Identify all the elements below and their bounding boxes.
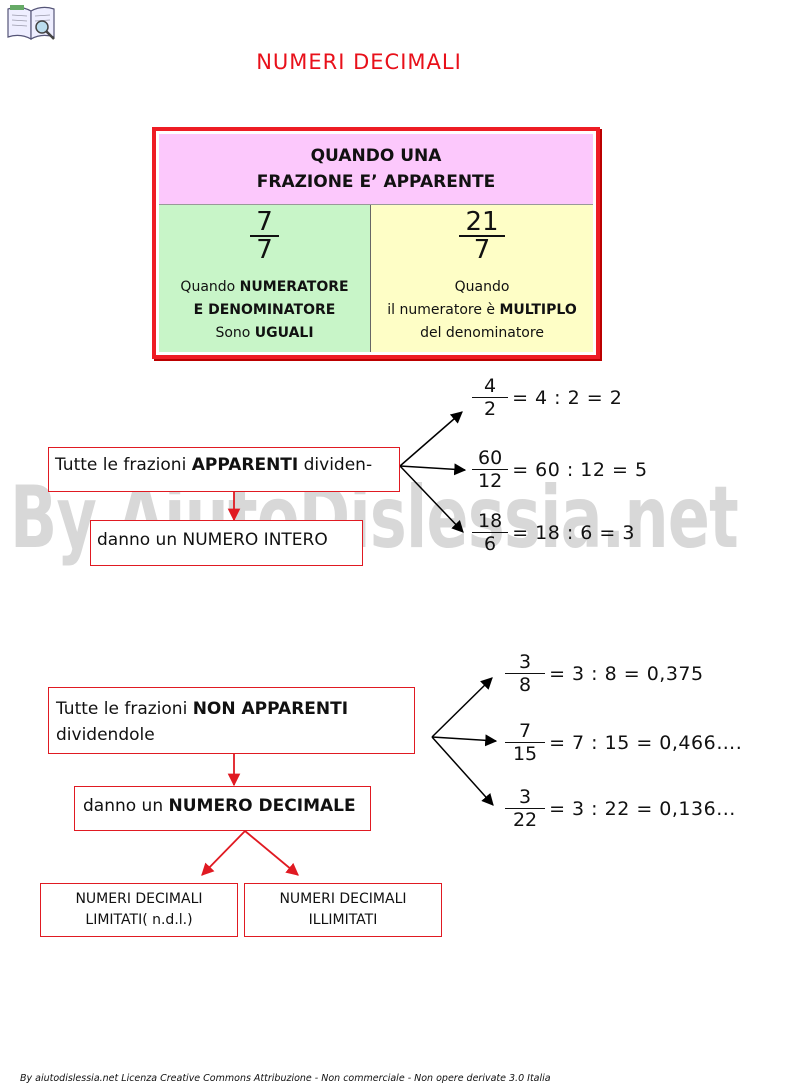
numerator: 3 <box>505 786 546 809</box>
bold-text: APPARENTI <box>191 455 299 475</box>
unlimited-decimals-box: NUMERI DECIMALI ILLIMITATI <box>244 883 442 937</box>
numerator: 7 <box>250 209 279 237</box>
bold-text: E DENOMINATORE <box>193 302 336 318</box>
table-header-line2: FRAZIONE E’ APPARENTE <box>256 172 496 192</box>
equation-result: = 60 : 12 = 5 <box>512 458 648 481</box>
page-title: NUMERI DECIMALI <box>256 50 462 74</box>
denominator: 2 <box>484 398 497 420</box>
apparent-fractions-box: Tutte le frazioni APPARENTI dividen- <box>48 447 400 492</box>
text: Sono <box>215 325 255 341</box>
equation-result: = 4 : 2 = 2 <box>512 386 623 409</box>
bold-text: UGUALI <box>254 325 314 341</box>
text: dividen- <box>298 455 373 475</box>
text: Tutte le frazioni <box>55 455 192 475</box>
denominator: 6 <box>484 533 497 555</box>
numerator: 18 <box>472 510 509 533</box>
fraction-left: 7 7 <box>250 209 279 263</box>
numerator: 60 <box>472 447 509 470</box>
text: Quando <box>454 279 510 295</box>
integer-result-box: danno un NUMERO INTERO <box>90 520 363 566</box>
equation-result: = 3 : 8 = 0,375 <box>549 662 704 685</box>
cell-right-text: Quando il numeratore è MULTIPLO del deno… <box>371 276 593 345</box>
text: il numeratore è <box>387 302 500 318</box>
table-cell-right: 21 7 Quando il numeratore è MULTIPLO del… <box>371 205 593 352</box>
numerator: 21 <box>459 209 505 237</box>
book-logo-icon <box>4 3 58 43</box>
bold-text: NON APPARENTI <box>192 699 349 719</box>
fraction-right: 21 7 <box>459 209 505 265</box>
equation-result: = 7 : 15 = 0,466…. <box>549 731 743 754</box>
text: Tutte le frazioni <box>56 699 193 719</box>
table-cell-left: 7 7 Quando NUMERATORE E DENOMINATORE Son… <box>159 205 371 352</box>
text: Quando <box>180 279 240 295</box>
text: danno un <box>83 796 169 816</box>
bold-text: NUMERO DECIMALE <box>168 796 356 816</box>
numerator: 3 <box>505 651 546 674</box>
limited-decimals-box: NUMERI DECIMALI LIMITATI( n.d.l.) <box>40 883 238 937</box>
denominator: 8 <box>519 674 532 696</box>
text: danno un NUMERO INTERO <box>97 530 328 550</box>
equation-result: = 3 : 22 = 0,136... <box>549 797 736 820</box>
denominator: 15 <box>512 743 538 765</box>
cell-left-text: Quando NUMERATORE E DENOMINATORE Sono UG… <box>159 276 370 345</box>
table-header: QUANDO UNA FRAZIONE E’ APPARENTE <box>159 134 593 205</box>
decimal-result-box: danno un NUMERO DECIMALE <box>74 786 371 831</box>
text: NUMERI DECIMALI <box>279 891 407 907</box>
text: ILLIMITATI <box>308 912 378 928</box>
bold-text: MULTIPLO <box>499 302 577 318</box>
numerator: 7 <box>505 720 546 743</box>
text: del denominatore <box>420 325 544 341</box>
license-footer: By aiutodislessia.net Licenza Creative C… <box>20 1073 551 1084</box>
bold-text: NUMERATORE <box>239 279 349 295</box>
non-apparent-fractions-box: Tutte le frazioni NON APPARENTI dividend… <box>48 687 415 754</box>
denominator: 22 <box>512 809 538 831</box>
text: LIMITATI( n.d.l.) <box>85 912 193 928</box>
numerator: 4 <box>472 375 509 398</box>
denominator: 7 <box>256 235 273 265</box>
table-header-line1: QUANDO UNA <box>310 146 442 166</box>
denominator: 7 <box>473 235 491 265</box>
apparent-fraction-table: QUANDO UNA FRAZIONE E’ APPARENTE 7 7 Qua… <box>152 127 600 359</box>
text: dividendole <box>56 725 155 745</box>
denominator: 12 <box>478 470 503 492</box>
equation-result: = 18 : 6 = 3 <box>512 521 635 544</box>
text: NUMERI DECIMALI <box>75 891 203 907</box>
